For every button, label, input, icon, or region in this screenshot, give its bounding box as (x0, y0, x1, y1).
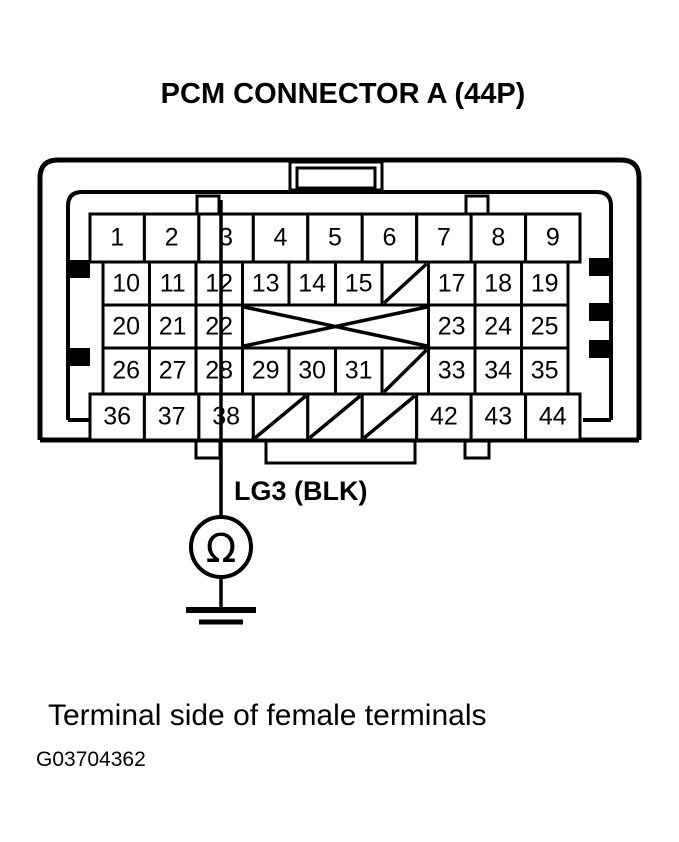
terminal-row-3: 20 21 22 23 24 25 (101, 303, 570, 350)
terminal-label-14: 14 (298, 270, 326, 298)
ohmmeter-symbol: Ω (206, 526, 237, 572)
terminal-label-24: 24 (484, 313, 512, 341)
terminal-cell-36[interactable] (88, 392, 146, 442)
terminal-label-2: 2 (165, 224, 179, 252)
terminal-cell-4[interactable] (251, 212, 310, 264)
bottom-tab-right (463, 439, 491, 460)
terminal-cell-27[interactable] (148, 346, 198, 396)
terminal-cell-11[interactable] (148, 260, 198, 307)
terminal-label-7: 7 (437, 224, 451, 252)
terminal-label-13: 13 (252, 270, 280, 298)
terminal-cell-44[interactable] (524, 392, 582, 442)
top-latch-tab-inner (295, 166, 377, 190)
terminal-label-25: 25 (531, 313, 559, 341)
terminal-row-2: 10 11 12 13 14 15 17 18 19 (101, 260, 570, 307)
terminal-cell-9[interactable] (524, 212, 582, 264)
terminal-label-15: 15 (345, 270, 373, 298)
terminal-label-4: 4 (274, 224, 288, 252)
wire-label-lg3: LG3 (BLK) (234, 476, 367, 506)
terminal-label-1: 1 (110, 224, 124, 252)
right-lock-tab-mid (589, 303, 609, 321)
blank-slash-40 (308, 394, 362, 440)
terminal-label-10: 10 (112, 270, 140, 298)
right-lock-tab-lower (589, 340, 609, 358)
terminal-label-29: 29 (252, 357, 280, 385)
terminal-label-34: 34 (484, 357, 512, 385)
terminal-label-30: 30 (298, 357, 326, 385)
terminal-row-1: 1 2 3 4 5 6 7 8 9 (88, 212, 582, 264)
terminal-cell-6[interactable] (360, 212, 419, 264)
terminal-cell-7[interactable] (415, 212, 473, 264)
terminal-grid: 1 2 3 4 5 6 7 8 9 (88, 212, 582, 442)
terminal-cell-34[interactable] (473, 346, 523, 396)
test-lead-circuit: LG3 (BLK) Ω (186, 200, 367, 625)
terminal-cell-21[interactable] (148, 303, 198, 350)
terminal-label-5: 5 (328, 224, 342, 252)
housing-outer-shell (37, 157, 642, 440)
terminal-label-43: 43 (484, 403, 512, 431)
terminal-label-6: 6 (382, 224, 396, 252)
blank-slash-32 (382, 348, 428, 394)
terminal-label-27: 27 (159, 357, 187, 385)
terminal-label-36: 36 (103, 403, 131, 431)
terminal-label-37: 37 (158, 403, 186, 431)
terminal-label-28: 28 (205, 357, 233, 385)
terminal-label-23: 23 (438, 313, 466, 341)
terminal-label-17: 17 (438, 270, 466, 298)
terminal-label-21: 21 (159, 313, 187, 341)
terminal-label-38: 38 (212, 403, 240, 431)
terminal-label-33: 33 (438, 357, 466, 385)
left-lock-tab-lower (70, 348, 90, 366)
figure-caption: Terminal side of female terminals (48, 699, 487, 732)
terminal-cell-35[interactable] (520, 346, 570, 396)
terminal-label-9: 9 (546, 224, 560, 252)
terminal-cell-37[interactable] (142, 392, 201, 442)
connector-housing (37, 157, 642, 465)
terminal-row-4: 26 27 28 29 30 31 33 34 35 (101, 346, 570, 396)
terminal-label-42: 42 (430, 403, 458, 431)
page-title: PCM CONNECTOR A (44P) (161, 78, 526, 110)
terminal-label-8: 8 (491, 224, 505, 252)
terminal-cell-38[interactable] (197, 392, 255, 442)
terminal-cell-19[interactable] (520, 260, 570, 307)
bottom-center-notch (264, 439, 417, 465)
figure-id: G03704362 (36, 748, 146, 771)
bottom-tab-left (194, 439, 222, 460)
blank-x-row3-up (243, 305, 428, 348)
terminal-label-11: 11 (160, 270, 186, 298)
terminal-cell-2[interactable] (142, 212, 201, 264)
terminal-label-20: 20 (112, 313, 140, 341)
left-lock-tab-upper (70, 260, 90, 278)
terminal-label-19: 19 (531, 270, 559, 298)
terminal-label-31: 31 (345, 357, 373, 385)
terminal-cell-29[interactable] (241, 346, 291, 396)
terminal-label-35: 35 (531, 357, 559, 385)
blank-slash-41 (362, 394, 416, 440)
terminal-label-18: 18 (484, 270, 512, 298)
housing-inner-shell (66, 190, 613, 420)
terminal-label-22: 22 (205, 313, 233, 341)
terminal-label-26: 26 (112, 357, 140, 385)
terminal-label-44: 44 (539, 403, 567, 431)
terminal-cell-43[interactable] (469, 392, 528, 442)
terminal-label-12: 12 (205, 270, 233, 298)
terminal-row-5: 36 37 38 42 43 44 (88, 392, 582, 442)
blank-slash-16 (382, 262, 428, 305)
blank-slash-39 (253, 394, 307, 440)
right-lock-tab-upper (589, 258, 609, 276)
